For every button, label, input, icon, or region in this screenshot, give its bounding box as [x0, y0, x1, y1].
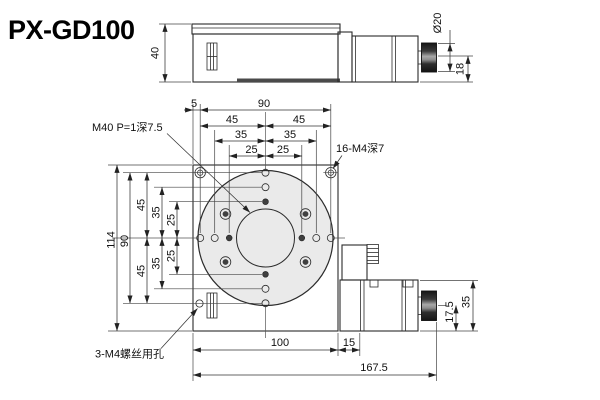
side-adjustment-knob — [421, 42, 437, 73]
label-base-mount-holes: 3-M4螺丝用孔 — [95, 308, 198, 361]
dim-45-bottom: 45 — [136, 265, 148, 277]
dim-plate-height-114: 114 — [106, 231, 118, 249]
plan-motor — [339, 279, 437, 332]
plan-left-dimensions: 114 90 45 45 35 35 25 25 — [106, 164, 262, 332]
plan-top-dimensions: 5 90 45 45 35 35 25 25 — [184, 98, 332, 233]
dim-side-height: 40 — [150, 23, 191, 83]
label-table-holes: 16-M4深7 — [332, 142, 384, 169]
plan-clamp-screw — [206, 292, 218, 319]
label-center-thread-text: M40 P=1深7.5 — [92, 121, 163, 134]
connector-block — [341, 244, 368, 281]
dim-side-height-value: 40 — [150, 47, 162, 59]
dim-hole-span-90: 90 — [258, 98, 270, 110]
connector-pins — [366, 244, 379, 264]
plan-bottom-dimensions: 100 15 167.5 — [192, 322, 437, 381]
dim-knob-diameter: Ø20 — [432, 13, 455, 72]
side-motor-adapter — [337, 31, 353, 83]
plan-right-dimensions: 17.5 35 — [420, 280, 478, 332]
dim-edge-offset: 5 — [191, 98, 197, 110]
plan-motor-body — [339, 279, 419, 332]
plan-view: 5 90 45 45 35 35 25 25 114 — [92, 98, 478, 381]
dim-knob-center-17-5: 17.5 — [444, 301, 456, 322]
dim-25-bottom: 25 — [166, 250, 178, 262]
dim-35-left: 35 — [235, 129, 247, 141]
dim-45-top: 45 — [136, 199, 148, 211]
page-title: PX-GD100 — [8, 15, 135, 45]
side-main-body — [192, 33, 339, 83]
side-motor-body — [351, 35, 419, 83]
dim-hole-span-90-vertical: 90 — [119, 235, 131, 247]
dim-25-left: 25 — [245, 144, 257, 156]
center-thread-hole — [236, 208, 295, 268]
rotary-table-circle — [197, 169, 334, 307]
dim-plate-width-100: 100 — [271, 337, 289, 349]
dim-total-length-167-5: 167.5 — [360, 362, 388, 374]
dim-motor-height-35: 35 — [461, 296, 473, 308]
dim-45-right: 45 — [293, 114, 305, 126]
plan-adjustment-knob — [421, 290, 437, 321]
dim-35-right: 35 — [284, 129, 296, 141]
side-table-plate — [191, 23, 341, 35]
dim-35-top: 35 — [151, 206, 163, 218]
dim-adapter-15: 15 — [343, 337, 355, 349]
dim-knob-diameter-value: Ø20 — [432, 13, 444, 34]
side-view: 40 Ø20 18 — [150, 13, 473, 83]
side-base-shadow — [237, 78, 340, 82]
dim-35-bottom: 35 — [151, 257, 163, 269]
dim-knob-center-height: 18 — [420, 55, 473, 83]
label-center-thread: M40 P=1深7.5 — [92, 121, 251, 213]
dim-25-right: 25 — [277, 144, 289, 156]
plan-connector — [341, 244, 379, 281]
side-view-clamp-screw — [206, 42, 218, 71]
dim-25-top: 25 — [166, 214, 178, 226]
counterbore-screws — [219, 208, 312, 268]
label-table-holes-text: 16-M4深7 — [336, 142, 384, 155]
side-view-motor — [337, 31, 437, 83]
dim-45-left: 45 — [226, 114, 238, 126]
label-base-mount-holes-text: 3-M4螺丝用孔 — [95, 348, 164, 361]
side-view-body — [191, 23, 341, 83]
dim-knob-center-height-value: 18 — [455, 63, 467, 75]
